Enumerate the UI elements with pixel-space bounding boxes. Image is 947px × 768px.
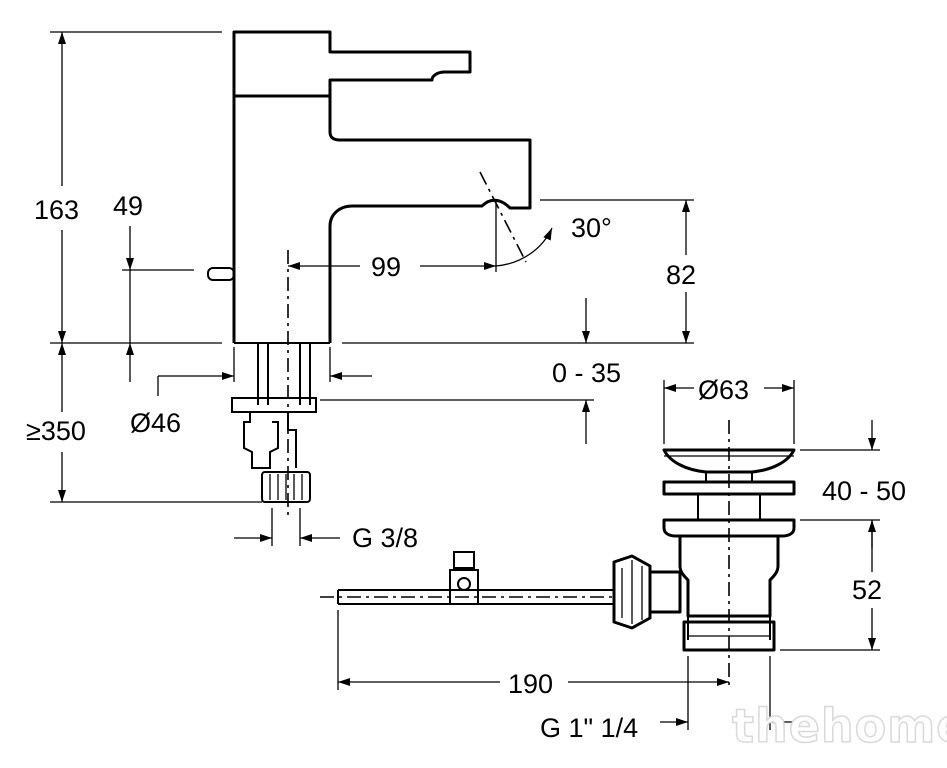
label-spout-angle: 30°: [571, 213, 612, 243]
label-waste-thread: G 1" 1/4: [540, 713, 638, 743]
label-plug-lift: 40 - 50: [822, 476, 906, 506]
label-hole-diameter: Ø46: [130, 408, 181, 438]
dimension-lines-waste: [337, 380, 880, 730]
label-spout-height: 82: [666, 260, 696, 290]
watermark: thehome: [732, 699, 947, 753]
waste-fitting: [612, 420, 796, 690]
dimension-lines-faucet: [50, 31, 694, 546]
label-rod-length: 190: [508, 669, 553, 699]
label-hose-length: ≥350: [26, 416, 86, 446]
label-waste-diameter: Ø63: [698, 375, 749, 405]
faucet-outline: [207, 30, 532, 344]
label-deck-thickness: 0 - 35: [552, 358, 621, 388]
label-projection: 99: [371, 252, 401, 282]
label-height-total: 163: [34, 195, 79, 225]
label-waste-depth: 52: [852, 575, 882, 605]
supply-connection: [231, 343, 317, 503]
lift-rod: [320, 551, 614, 605]
label-aerator-height: 49: [113, 191, 143, 221]
label-connection-thread: G 3/8: [352, 523, 418, 553]
